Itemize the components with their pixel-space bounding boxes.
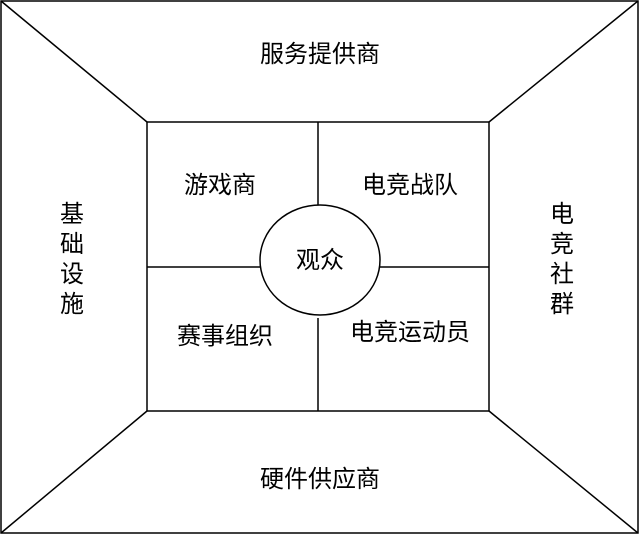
label-inner-bottom-right: 电竞运动员 — [350, 318, 470, 346]
label-center: 观众 — [296, 246, 344, 274]
left-label-char: 施 — [60, 290, 84, 318]
label-outer-bottom: 硬件供应商 — [260, 465, 380, 493]
connector-top-right — [488, 0, 639, 123]
right-label-char: 竞 — [550, 230, 574, 258]
label-outer-top: 服务提供商 — [260, 40, 380, 68]
right-label-char: 群 — [550, 290, 574, 318]
connector-top-left — [0, 0, 148, 123]
left-label-char: 基 — [60, 200, 84, 228]
label-inner-top-right: 电竞战队 — [362, 171, 458, 199]
label-inner-bottom-left: 赛事组织 — [177, 322, 273, 350]
left-label-char: 设 — [60, 260, 84, 288]
connector-bottom-right — [488, 410, 639, 534]
label-inner-top-left: 游戏商 — [184, 171, 256, 199]
center-circle — [259, 204, 381, 316]
right-label-char: 电 — [550, 200, 574, 228]
connector-bottom-left — [0, 410, 148, 534]
left-label-char: 础 — [60, 230, 84, 258]
right-label-char: 社 — [550, 260, 574, 288]
